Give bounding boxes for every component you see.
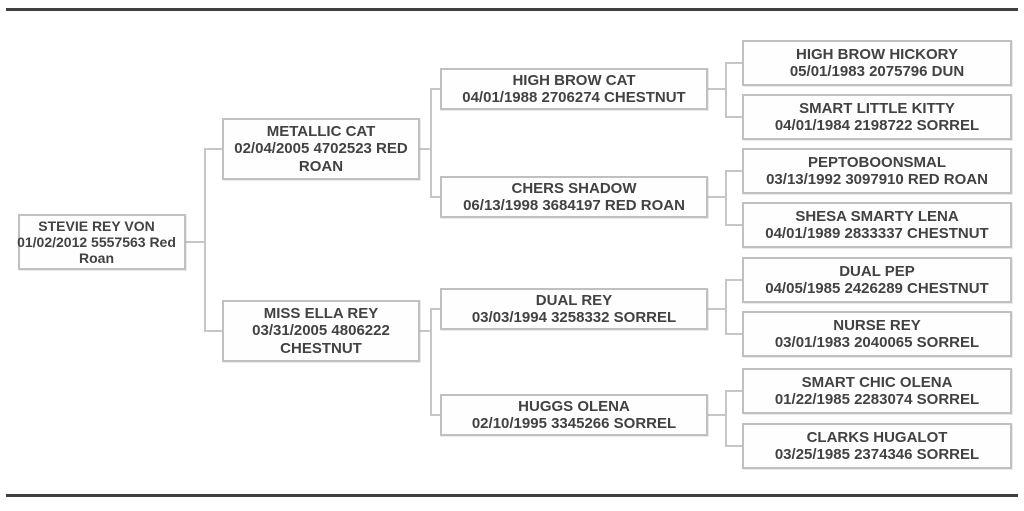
pedigree-box-great-grandparent-6: NURSE REY 03/01/1983 2040065 SORREL xyxy=(742,311,1012,357)
pedigree-box-great-grandparent-5: DUAL PEP 04/05/1985 2426289 CHESTNUT xyxy=(742,257,1012,303)
pedigree-connector-line xyxy=(186,241,204,243)
horse-details: 03/01/1983 2040065 SORREL xyxy=(774,334,980,351)
horse-name: SMART LITTLE KITTY xyxy=(799,99,955,117)
pedigree-connector-line xyxy=(430,414,440,416)
pedigree-box-great-grandparent-7: SMART CHIC OLENA 01/22/1985 2283074 SORR… xyxy=(742,368,1012,414)
horse-details: 04/05/1985 2426289 CHESTNUT xyxy=(765,280,989,297)
pedigree-connector-line xyxy=(420,148,430,150)
horse-details: 04/01/1989 2833337 CHESTNUT xyxy=(765,225,989,242)
pedigree-connector-line xyxy=(708,414,725,416)
horse-name: METALLIC CAT xyxy=(266,123,376,141)
horse-name: HUGGS OLENA xyxy=(518,397,630,415)
horse-details: 04/01/1984 2198722 SORREL xyxy=(774,117,980,134)
pedigree-connector-line xyxy=(725,62,727,118)
pedigree-connector-line xyxy=(725,116,742,118)
horse-name: HIGH BROW CAT xyxy=(512,71,636,89)
pedigree-box-dams-sire: DUAL REY 03/03/1994 3258332 SORREL xyxy=(440,288,708,330)
horse-details: 05/01/1983 2075796 DUN xyxy=(789,63,965,80)
pedigree-box-sires-sire: HIGH BROW CAT 04/01/1988 2706274 CHESTNU… xyxy=(440,68,708,110)
pedigree-connector-line xyxy=(725,279,742,281)
horse-name: CHERS SHADOW xyxy=(511,179,637,197)
horse-name: PEPTOBOONSMAL xyxy=(807,153,947,171)
horse-name: SMART CHIC OLENA xyxy=(801,373,953,391)
pedigree-connector-line xyxy=(725,170,727,226)
pedigree-box-great-grandparent-4: SHESA SMARTY LENA 04/01/1989 2833337 CHE… xyxy=(742,202,1012,248)
pedigree-connector-line xyxy=(725,390,742,392)
horse-details: 02/04/2005 4702523 RED ROAN xyxy=(234,140,408,175)
pedigree-connector-line xyxy=(430,308,440,310)
pedigree-box-great-grandparent-3: PEPTOBOONSMAL 03/13/1992 3097910 RED ROA… xyxy=(742,148,1012,194)
pedigree-box-subject: STEVIE REY VON 01/02/2012 5557563 Red Ro… xyxy=(17,214,186,270)
horse-name: CLARKS HUGALOT xyxy=(806,428,948,446)
horse-details: 06/13/1998 3684197 RED ROAN xyxy=(463,197,685,214)
pedigree-connector-line xyxy=(204,330,222,332)
horse-details: 03/13/1992 3097910 RED ROAN xyxy=(766,171,988,188)
top-border-rule xyxy=(6,8,1018,11)
pedigree-box-great-grandparent-1: HIGH BROW HICKORY 05/01/1983 2075796 DUN xyxy=(742,40,1012,86)
pedigree-connector-line xyxy=(725,170,742,172)
pedigree-connector-line xyxy=(430,308,432,416)
pedigree-connector-line xyxy=(725,62,742,64)
horse-details: 03/03/1994 3258332 SORREL xyxy=(471,309,677,326)
pedigree-connector-line xyxy=(204,148,222,150)
pedigree-connector-line xyxy=(204,148,206,332)
pedigree-connector-line xyxy=(725,224,742,226)
horse-name: DUAL REY xyxy=(535,291,613,309)
pedigree-box-dam: MISS ELLA REY 03/31/2005 4806222 CHESTNU… xyxy=(222,300,420,362)
horse-details: 04/01/1988 2706274 CHESTNUT xyxy=(462,89,686,106)
pedigree-box-great-grandparent-2: SMART LITTLE KITTY 04/01/1984 2198722 SO… xyxy=(742,94,1012,140)
pedigree-connector-line xyxy=(430,88,432,198)
bottom-border-rule xyxy=(6,494,1018,497)
horse-name: SHESA SMARTY LENA xyxy=(795,207,959,225)
horse-details: 01/02/2012 5557563 Red Roan xyxy=(17,233,176,267)
pedigree-box-sires-dam: CHERS SHADOW 06/13/1998 3684197 RED ROAN xyxy=(440,176,708,218)
horse-name: DUAL PEP xyxy=(839,262,915,280)
pedigree-connector-line xyxy=(725,279,727,335)
pedigree-connector-line xyxy=(725,445,742,447)
horse-name: MISS ELLA REY xyxy=(263,305,379,323)
pedigree-connector-line xyxy=(708,88,725,90)
pedigree-connector-line xyxy=(725,390,727,447)
pedigree-connector-line xyxy=(420,330,430,332)
horse-details: 02/10/1995 3345266 SORREL xyxy=(471,415,677,432)
pedigree-box-dams-dam: HUGGS OLENA 02/10/1995 3345266 SORREL xyxy=(440,394,708,436)
pedigree-connector-line xyxy=(430,196,440,198)
pedigree-box-great-grandparent-8: CLARKS HUGALOT 03/25/1985 2374346 SORREL xyxy=(742,423,1012,469)
pedigree-box-sire: METALLIC CAT 02/04/2005 4702523 RED ROAN xyxy=(222,118,420,180)
horse-name: NURSE REY xyxy=(833,316,921,334)
pedigree-connector-line xyxy=(708,196,725,198)
horse-details: 01/22/1985 2283074 SORREL xyxy=(774,391,980,408)
pedigree-connector-line xyxy=(708,308,725,310)
horse-name: STEVIE REY VON xyxy=(38,217,155,234)
pedigree-connector-line xyxy=(725,333,742,335)
pedigree-connector-line xyxy=(430,88,440,90)
horse-details: 03/25/1985 2374346 SORREL xyxy=(774,446,980,463)
horse-name: HIGH BROW HICKORY xyxy=(796,45,958,63)
horse-details: 03/31/2005 4806222 CHESTNUT xyxy=(252,322,390,357)
